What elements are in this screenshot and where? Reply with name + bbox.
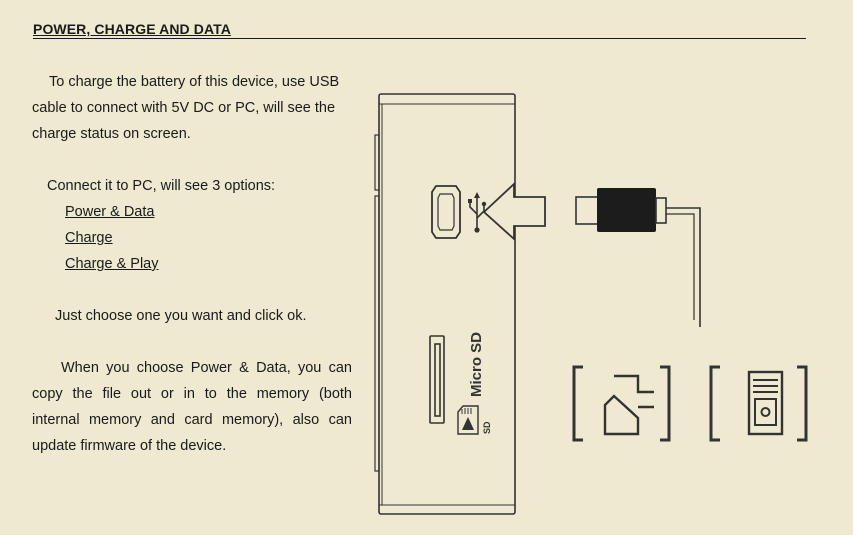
option-charge[interactable]: Charge [65, 230, 113, 246]
text-line: update firmware of the device. [32, 438, 227, 454]
device-side-view [374, 93, 516, 515]
micro-sd-slot [429, 335, 445, 424]
charge-instructions: To charge the battery of this device, us… [32, 69, 352, 147]
usb-plug-icon [575, 188, 701, 327]
data-mode-instructions: When you choose Power & Data, you can co… [32, 355, 352, 459]
text-line: When you choose Power & Data, you can [61, 360, 352, 376]
option-charge-play[interactable]: Charge & Play [65, 256, 159, 272]
desktop-pc-icon [709, 365, 808, 442]
text-line: cable to connect with 5V DC or PC, will … [32, 100, 336, 116]
usb-icon [468, 192, 487, 233]
text-line: internal memory and card memory), also c… [32, 412, 352, 428]
micro-sd-logo-icon: SD [457, 405, 492, 435]
option-power-data[interactable]: Power & Data [65, 204, 155, 220]
text-line: copy the file out or in to the memory (b… [32, 386, 352, 402]
text-line: charge status on screen. [32, 126, 191, 142]
options-intro: Connect it to PC, will see 3 options: [47, 178, 276, 194]
connection-options: Connect it to PC, will see 3 options: Po… [47, 173, 275, 277]
wall-adapter-icon [572, 365, 671, 442]
section-heading: POWER, CHARGE AND DATA [33, 21, 806, 39]
arrow-icon [482, 181, 546, 242]
sd-logo-text: SD [482, 421, 492, 434]
micro-sd-label: Micro SD [468, 332, 485, 397]
micro-usb-port-icon [431, 185, 461, 239]
text-line: To charge the battery of this device, us… [49, 74, 340, 90]
choose-instruction: Just choose one you want and click ok. [55, 308, 307, 324]
